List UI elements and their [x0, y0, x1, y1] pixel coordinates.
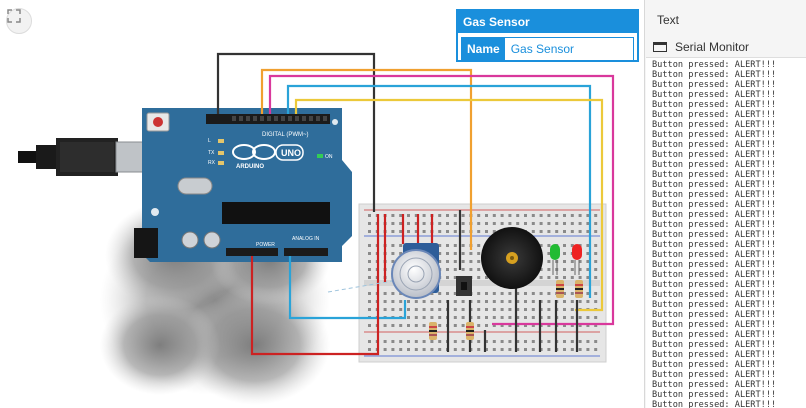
digital-pin[interactable] [274, 116, 278, 121]
digital-pin[interactable] [316, 116, 320, 121]
serial-line: Button pressed: ALERT!!! [652, 90, 777, 100]
serial-monitor-icon [653, 42, 667, 52]
power-label: POWER [256, 242, 275, 248]
digital-pin[interactable] [302, 116, 306, 121]
serial-line: Button pressed: ALERT!!! [652, 110, 777, 120]
serial-line: Button pressed: ALERT!!! [652, 140, 777, 150]
digital-pin[interactable] [267, 116, 271, 121]
name-label: Name [462, 38, 505, 60]
arduino-label: ARDUINO [236, 164, 264, 170]
gas-sensor[interactable] [391, 243, 441, 299]
digital-pin[interactable] [260, 116, 264, 121]
fit-view-icon [7, 9, 21, 23]
serial-line: Button pressed: ALERT!!! [652, 250, 777, 260]
serial-line: Button pressed: ALERT!!! [652, 270, 777, 280]
wire-cyan [286, 84, 592, 298]
serial-line: Button pressed: ALERT!!! [652, 70, 777, 80]
serial-line: Button pressed: ALERT!!! [652, 370, 777, 380]
wire-dashed [327, 279, 399, 293]
atmega-chip [222, 202, 330, 224]
serial-line: Button pressed: ALERT!!! [652, 260, 777, 270]
digital-pin[interactable] [253, 116, 257, 121]
code-panel: Text Serial Monitor Button pressed: ALER… [644, 0, 806, 408]
circuit-drawing[interactable]: DIGITAL (PWM~) UNO ARDUINO L TX RX ON [0, 0, 644, 408]
resistor [556, 280, 564, 298]
serial-line: Button pressed: ALERT!!! [652, 120, 777, 130]
serial-line: Button pressed: ALERT!!! [652, 380, 777, 390]
fit-view-button[interactable] [6, 8, 32, 34]
resistors[interactable] [429, 280, 583, 340]
arduino-logo: UNO ARDUINO [232, 144, 304, 170]
serial-output[interactable]: Button pressed: ALERT!!!Button pressed: … [646, 57, 806, 408]
serial-line: Button pressed: ALERT!!! [652, 240, 777, 250]
serial-line: Button pressed: ALERT!!! [652, 180, 777, 190]
serial-line: Button pressed: ALERT!!! [652, 360, 777, 370]
serial-line: Button pressed: ALERT!!! [652, 290, 777, 300]
resistor [466, 322, 474, 340]
digital-pin[interactable] [281, 116, 285, 121]
circuit-canvas[interactable]: DIGITAL (PWM~) UNO ARDUINO L TX RX ON [0, 0, 644, 408]
wire-black [216, 52, 376, 212]
wires[interactable] [216, 52, 615, 356]
tx-label: TX [208, 150, 215, 156]
component-inspector: Gas Sensor Name Gas Sensor [456, 9, 639, 62]
serial-line: Button pressed: ALERT!!! [652, 350, 777, 360]
name-input[interactable]: Gas Sensor [510, 42, 575, 56]
serial-line: Button pressed: ALERT!!! [652, 320, 777, 330]
wire-cyan-analog [288, 256, 407, 320]
digital-label: DIGITAL (PWM~) [262, 132, 309, 138]
arduino-uno-board[interactable]: DIGITAL (PWM~) UNO ARDUINO L TX RX ON [134, 108, 352, 262]
piezo-buzzer[interactable] [481, 227, 543, 289]
serial-line: Button pressed: ALERT!!! [652, 310, 777, 320]
green-led[interactable] [550, 244, 560, 275]
serial-line: Button pressed: ALERT!!! [652, 170, 777, 180]
power-jack [134, 228, 158, 258]
serial-line: Button pressed: ALERT!!! [652, 400, 777, 408]
serial-line: Button pressed: ALERT!!! [652, 210, 777, 220]
inspector-title: Gas Sensor [458, 11, 637, 33]
digital-pin[interactable] [246, 116, 250, 121]
wire-red [250, 214, 380, 356]
resistor [429, 322, 437, 340]
serial-line: Button pressed: ALERT!!! [652, 390, 777, 400]
serial-line: Button pressed: ALERT!!! [652, 280, 777, 290]
resistor [575, 280, 583, 298]
serial-line: Button pressed: ALERT!!! [652, 200, 777, 210]
usb-cable [18, 138, 149, 176]
rx-label: RX [208, 160, 216, 166]
digital-pin[interactable] [323, 116, 327, 121]
serial-line: Button pressed: ALERT!!! [652, 150, 777, 160]
analog-label: ANALOG IN [292, 236, 320, 242]
serial-line: Button pressed: ALERT!!! [652, 340, 777, 350]
serial-line: Button pressed: ALERT!!! [652, 190, 777, 200]
serial-line: Button pressed: ALERT!!! [652, 220, 777, 230]
digital-header[interactable] [232, 116, 327, 121]
wire-yellow [294, 98, 604, 312]
digital-pin[interactable] [232, 116, 236, 121]
wire-magenta [268, 74, 615, 326]
text-mode-tab[interactable]: Text [657, 13, 680, 27]
serial-monitor-title: Serial Monitor [675, 40, 750, 54]
serial-line: Button pressed: ALERT!!! [652, 100, 777, 110]
l-label: L [208, 138, 211, 144]
serial-line: Button pressed: ALERT!!! [652, 130, 777, 140]
serial-line: Button pressed: ALERT!!! [652, 160, 777, 170]
serial-line: Button pressed: ALERT!!! [652, 80, 777, 90]
digital-pin[interactable] [239, 116, 243, 121]
serial-line: Button pressed: ALERT!!! [652, 230, 777, 240]
wire-orange [260, 68, 473, 250]
serial-monitor-header[interactable]: Serial Monitor [645, 37, 806, 57]
name-row: Name Gas Sensor [461, 37, 634, 61]
on-label: ON [325, 154, 333, 160]
serial-line: Button pressed: ALERT!!! [652, 60, 777, 70]
digital-pin[interactable] [288, 116, 292, 121]
red-led[interactable] [572, 244, 582, 275]
serial-line: Button pressed: ALERT!!! [652, 300, 777, 310]
serial-line: Button pressed: ALERT!!! [652, 330, 777, 340]
uno-label: UNO [281, 148, 301, 158]
push-button[interactable] [456, 276, 472, 296]
digital-pin[interactable] [309, 116, 313, 121]
digital-pin[interactable] [295, 116, 299, 121]
